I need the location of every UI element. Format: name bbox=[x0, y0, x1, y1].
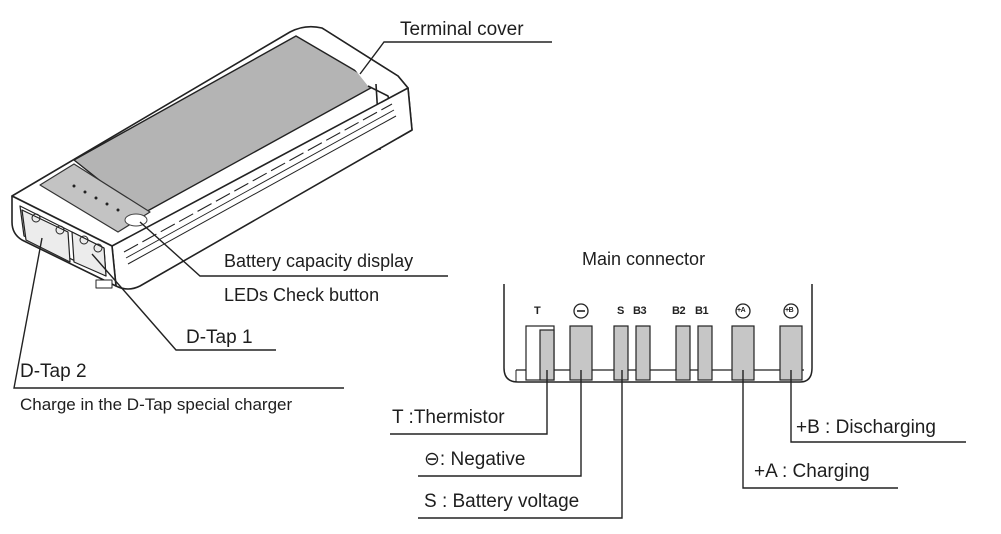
battery-voltage-leader bbox=[418, 370, 623, 519]
capacity-display-leader bbox=[139, 221, 448, 277]
charging-leader bbox=[742, 370, 898, 489]
thermistor-leader bbox=[390, 370, 548, 435]
pin-plus-a-label: +A bbox=[737, 307, 746, 314]
pin-b1-slot bbox=[697, 325, 713, 381]
discharging-leader bbox=[790, 370, 966, 443]
plus-b-symbol-icon bbox=[783, 303, 799, 319]
battery-voltage-label: S : Battery voltage bbox=[424, 491, 580, 512]
dtap2-leader bbox=[13, 237, 344, 389]
dtap1-socket bbox=[71, 231, 107, 277]
charging-label: +A : Charging bbox=[754, 461, 870, 482]
pin-t-label: T bbox=[534, 305, 541, 317]
capacity-display-label: Battery capacity display bbox=[224, 251, 414, 271]
pin-s-label: S bbox=[617, 305, 624, 317]
pin-b2-label: B2 bbox=[672, 305, 686, 317]
check-button-label: LEDs Check button bbox=[224, 285, 380, 305]
dtap2-note: Charge in the D-Tap special charger bbox=[20, 395, 293, 414]
pin-b1-label: B1 bbox=[695, 305, 709, 317]
battery-side-outline bbox=[111, 87, 413, 290]
plus-a-symbol-icon bbox=[735, 303, 751, 319]
connector-housing bbox=[503, 284, 813, 383]
dtap2-label: D-Tap 2 bbox=[20, 361, 87, 382]
thermistor-label: T :Thermistor bbox=[392, 407, 505, 428]
negative-label: ⊖: Negative bbox=[424, 449, 526, 470]
connector-title: Main connector bbox=[582, 249, 706, 269]
negative-leader bbox=[418, 370, 582, 477]
discharging-label: +B : Discharging bbox=[796, 417, 936, 438]
terminal-cover-leader bbox=[359, 41, 552, 75]
terminal-cover-label: Terminal cover bbox=[400, 19, 524, 40]
dtap1-label: D-Tap 1 bbox=[186, 327, 253, 348]
dtap2-socket bbox=[21, 209, 71, 263]
dtap1-leader bbox=[91, 253, 276, 351]
pin-s-slot bbox=[613, 325, 629, 381]
pin-b3-label: B3 bbox=[633, 305, 647, 317]
pin-b3-slot bbox=[635, 325, 651, 381]
pin-plus-b-label: +B bbox=[785, 307, 794, 314]
pin-b2-slot bbox=[675, 325, 691, 381]
